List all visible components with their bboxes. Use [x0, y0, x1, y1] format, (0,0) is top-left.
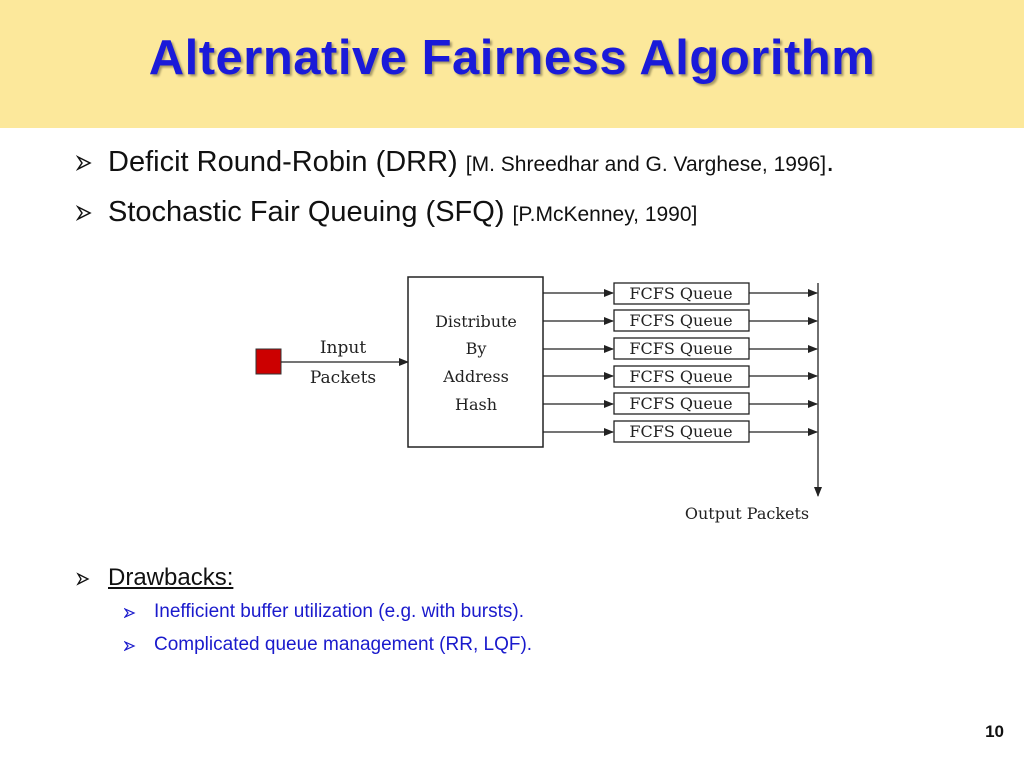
input-label-line2: Packets [310, 368, 376, 388]
page-number: 10 [985, 722, 1004, 741]
arrowhead-bullet-icon [76, 155, 92, 171]
bullet-sfq-reference: [P.McKenney, 1990] [512, 203, 698, 226]
arrowhead-bullet-icon [76, 205, 92, 221]
queue-1: FCFS Queue [543, 282, 818, 305]
bullet-drr-period: . [826, 146, 835, 178]
queue-label: FCFS Queue [629, 394, 732, 413]
queue-label: FCFS Queue [629, 422, 732, 441]
red-square-packet-icon [255, 348, 282, 375]
arrowhead-bullet-icon [124, 640, 136, 652]
drawback-item-text: Inefficient buffer utilization (e.g. wit… [154, 601, 524, 622]
bullet-drr-text: Deficit Round-Robin (DRR) [108, 146, 466, 178]
distribute-box [407, 276, 544, 448]
queue-5: FCFS Queue [543, 392, 818, 415]
box-label-line1: Distribute [435, 312, 517, 331]
drawback-item-text: Complicated queue management (RR, LQF). [154, 634, 533, 655]
bullet-drr-reference: [M. Shreedhar and G. Varghese, 1996] [465, 153, 827, 176]
queue-label: FCFS Queue [629, 284, 732, 303]
box-label-line2: By [466, 339, 487, 358]
arrowhead-bullet-icon [76, 572, 90, 586]
box-label-line3: Address [442, 367, 509, 386]
input-label-line1: Input [320, 338, 366, 358]
arrowhead-bullet-icon [124, 607, 136, 619]
title-band [0, 0, 1024, 128]
slide-title: Alternative Fairness Algorithm [148, 31, 876, 85]
queue-label: FCFS Queue [629, 311, 732, 330]
output-label: Output Packets [685, 504, 809, 523]
queue-label: FCFS Queue [629, 339, 732, 358]
queue-6: FCFS Queue [543, 420, 818, 443]
drawbacks-heading: Drawbacks: [108, 564, 234, 591]
queue-3: FCFS Queue [543, 337, 818, 360]
queue-4: FCFS Queue [543, 365, 818, 388]
box-label-line4: Hash [455, 395, 497, 414]
queue-2: FCFS Queue [543, 309, 818, 332]
bullet-sfq-text: Stochastic Fair Queuing (SFQ) [108, 196, 513, 228]
queue-label: FCFS Queue [629, 367, 732, 386]
